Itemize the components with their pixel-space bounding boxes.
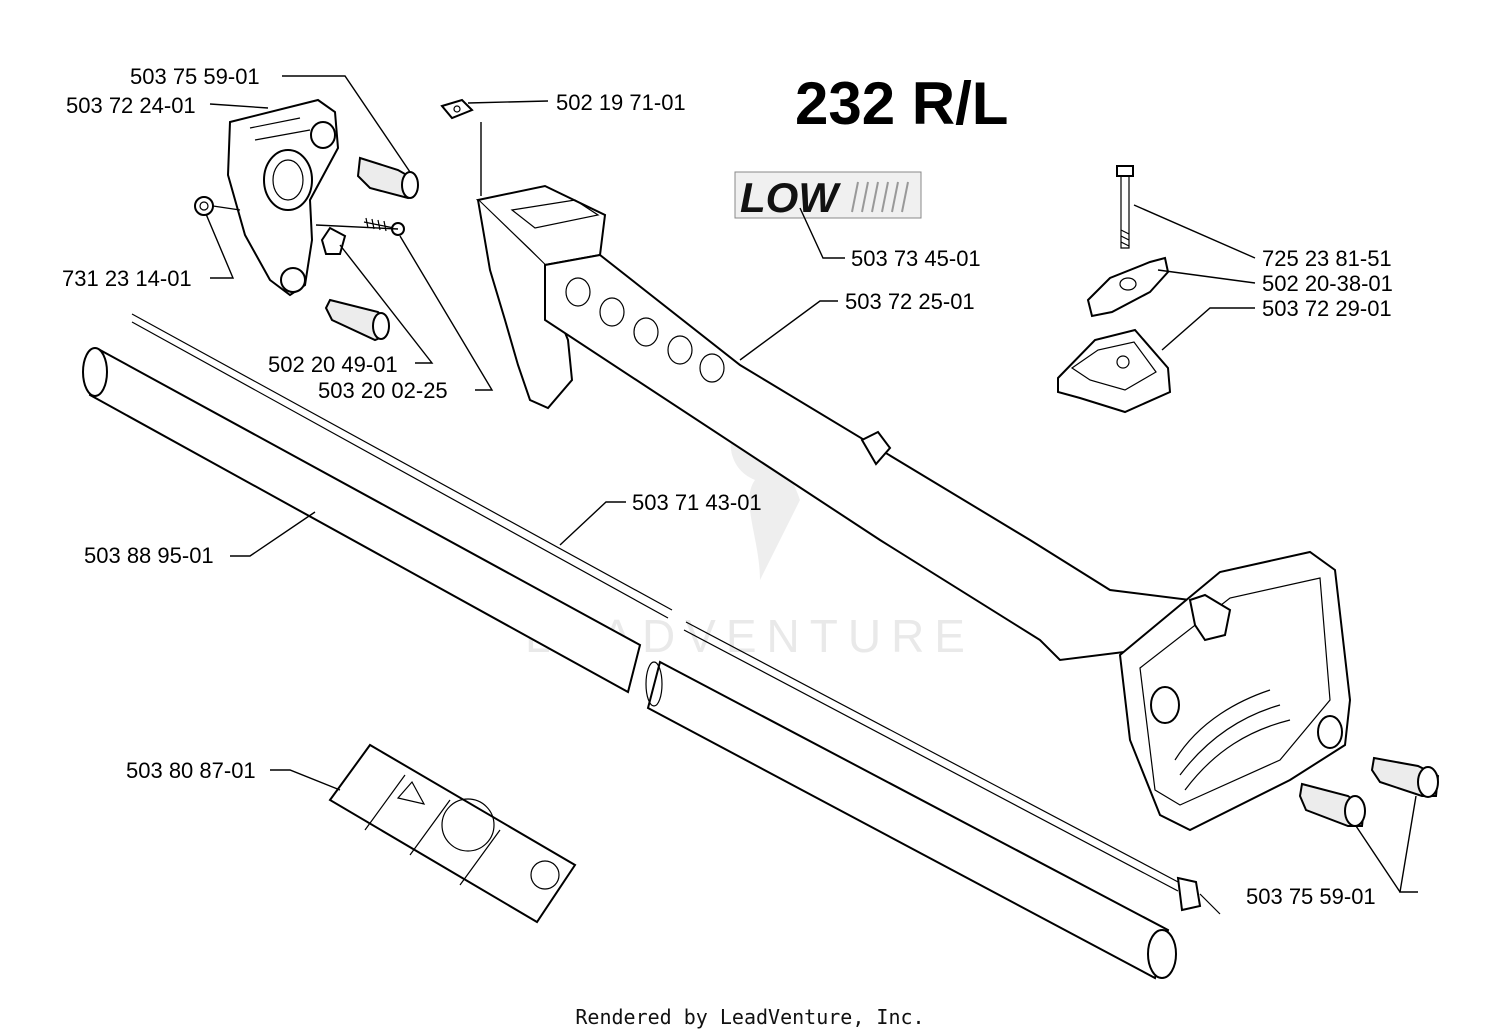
bolt xyxy=(1116,165,1134,249)
end-cap-right-2 xyxy=(1298,782,1366,827)
part-label-503-73-45-01: 503 73 45-01 xyxy=(851,246,981,271)
shaft-tube xyxy=(82,347,1177,980)
footer-credit: Rendered by LeadVenture, Inc. xyxy=(575,1005,924,1029)
part-label-503-72-24-01: 503 72 24-01 xyxy=(66,93,196,118)
knob xyxy=(1086,256,1170,318)
part-label-503-75-59-01-top: 503 75 59-01 xyxy=(130,64,260,89)
part-label-502-19-71-01: 502 19 71-01 xyxy=(556,90,686,115)
part-label-503-71-43-01: 503 71 43-01 xyxy=(632,490,762,515)
part-label-503-72-25-01: 503 72 25-01 xyxy=(845,289,975,314)
clamp-plate xyxy=(1057,328,1172,414)
end-cap-top xyxy=(356,156,419,200)
part-label-503-20-02-25: 503 20 02-25 xyxy=(318,378,448,403)
drive-shaft xyxy=(131,313,1221,915)
engine-housing xyxy=(1118,550,1352,832)
square-nut xyxy=(440,98,474,120)
part-label-502-20-38-01: 502 20-38-01 xyxy=(1262,271,1393,296)
part-label-731-23-14-01: 731 23 14-01 xyxy=(62,266,192,291)
nut xyxy=(194,196,241,216)
part-label-503-75-59-01-bottom: 503 75 59-01 xyxy=(1246,884,1376,909)
handle-bracket xyxy=(226,98,340,297)
part-label-503-72-29-01: 503 72 29-01 xyxy=(1262,296,1392,321)
part-label-503-80-87-01: 503 80 87-01 xyxy=(126,758,256,783)
end-cap-bottom xyxy=(324,298,390,342)
leader-lines xyxy=(205,75,1418,893)
shaft-housing xyxy=(475,184,1202,662)
end-cap-right-1 xyxy=(1370,756,1440,798)
part-label-725-23-81-51: 725 23 81-51 xyxy=(1262,246,1392,271)
low-logo: LOW xyxy=(734,171,922,221)
part-label-503-88-95-01: 503 88 95-01 xyxy=(84,543,214,568)
clamp xyxy=(320,226,347,255)
low-logo-text: LOW xyxy=(740,174,841,221)
screw xyxy=(363,217,405,236)
page-title: 232 R/L xyxy=(795,70,1008,137)
warning-decal xyxy=(328,743,577,924)
part-label-502-20-49-01: 502 20 49-01 xyxy=(268,352,398,377)
